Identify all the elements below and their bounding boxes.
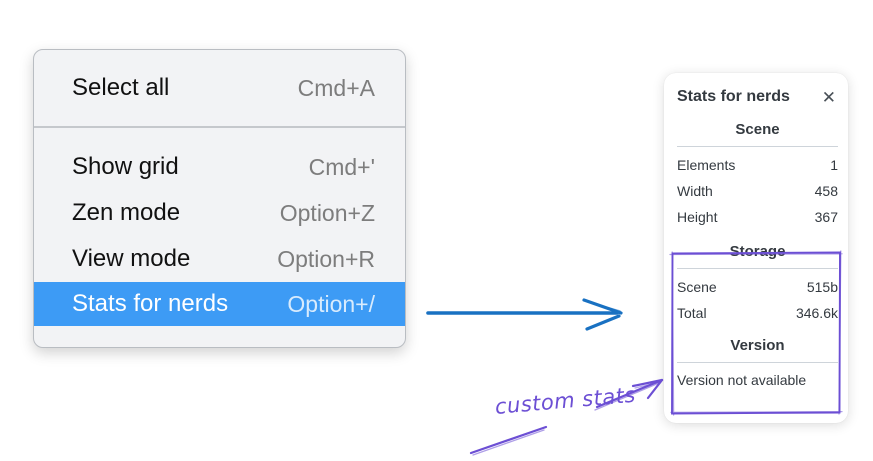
menu-item-shortcut: Cmd+A — [297, 74, 375, 101]
scene-section-heading: Scene — [735, 121, 780, 138]
menu-item-shortcut: Option+/ — [287, 290, 375, 317]
menu-item-stats-for-nerds[interactable]: Stats for nerds Option+/ — [34, 282, 405, 326]
menu-item-shortcut: Cmd+' — [308, 153, 375, 180]
menu-divider — [34, 126, 405, 128]
flow-arrow — [426, 298, 623, 331]
stat-value: 515b — [806, 279, 838, 295]
annotation-label: custom stats — [493, 382, 637, 419]
close-icon[interactable]: ✕ — [821, 87, 836, 107]
menu-item-shortcut: Option+R — [277, 245, 375, 272]
menu-item-select-all[interactable]: Select all Cmd+A — [34, 50, 405, 126]
stat-row-elements: Elements 1 — [677, 152, 838, 178]
menu-item-label: Select all — [72, 74, 170, 101]
stat-label: Scene — [677, 279, 717, 295]
stat-row-scene-size: Scene 515b — [677, 274, 838, 300]
menu-item-label: Show grid — [72, 153, 179, 180]
context-menu: Select all Cmd+A Show grid Cmd+' Zen mod… — [33, 49, 406, 348]
stat-label: Width — [677, 183, 713, 199]
stat-value: 346.6k — [795, 305, 838, 321]
stat-label: Elements — [677, 157, 736, 173]
version-section-heading: Version — [730, 337, 785, 354]
stat-value: 1 — [830, 157, 838, 173]
menu-item-zen-mode[interactable]: Zen mode Option+Z — [34, 190, 405, 236]
menu-item-shortcut: Option+Z — [279, 199, 375, 226]
section-divider — [677, 268, 838, 269]
stats-panel-header: Stats for nerds ✕ — [677, 86, 838, 108]
stat-label: Total — [677, 305, 707, 321]
section-divider — [677, 146, 838, 147]
stat-value: 458 — [814, 183, 838, 199]
section-divider — [677, 362, 838, 363]
menu-item-show-grid[interactable]: Show grid Cmd+' — [34, 144, 405, 190]
storage-section-heading: Storage — [729, 243, 786, 260]
version-note: Version not available — [677, 372, 807, 388]
menu-section-view-options: Show grid Cmd+' Zen mode Option+Z View m… — [34, 128, 405, 326]
stat-label: Height — [677, 209, 718, 225]
menu-item-label: Stats for nerds — [72, 290, 229, 317]
stats-panel: Stats for nerds ✕ Scene Elements 1 Width… — [664, 73, 848, 423]
stat-row-width: Width 458 — [677, 178, 838, 204]
stats-panel-title: Stats for nerds — [677, 88, 790, 105]
stat-row-height: Height 367 — [677, 204, 838, 230]
menu-item-view-mode[interactable]: View mode Option+R — [34, 236, 405, 282]
stat-row-total-size: Total 346.6k — [677, 300, 838, 326]
stat-value: 367 — [814, 209, 838, 225]
menu-item-label: View mode — [72, 245, 191, 272]
menu-item-label: Zen mode — [72, 199, 181, 226]
